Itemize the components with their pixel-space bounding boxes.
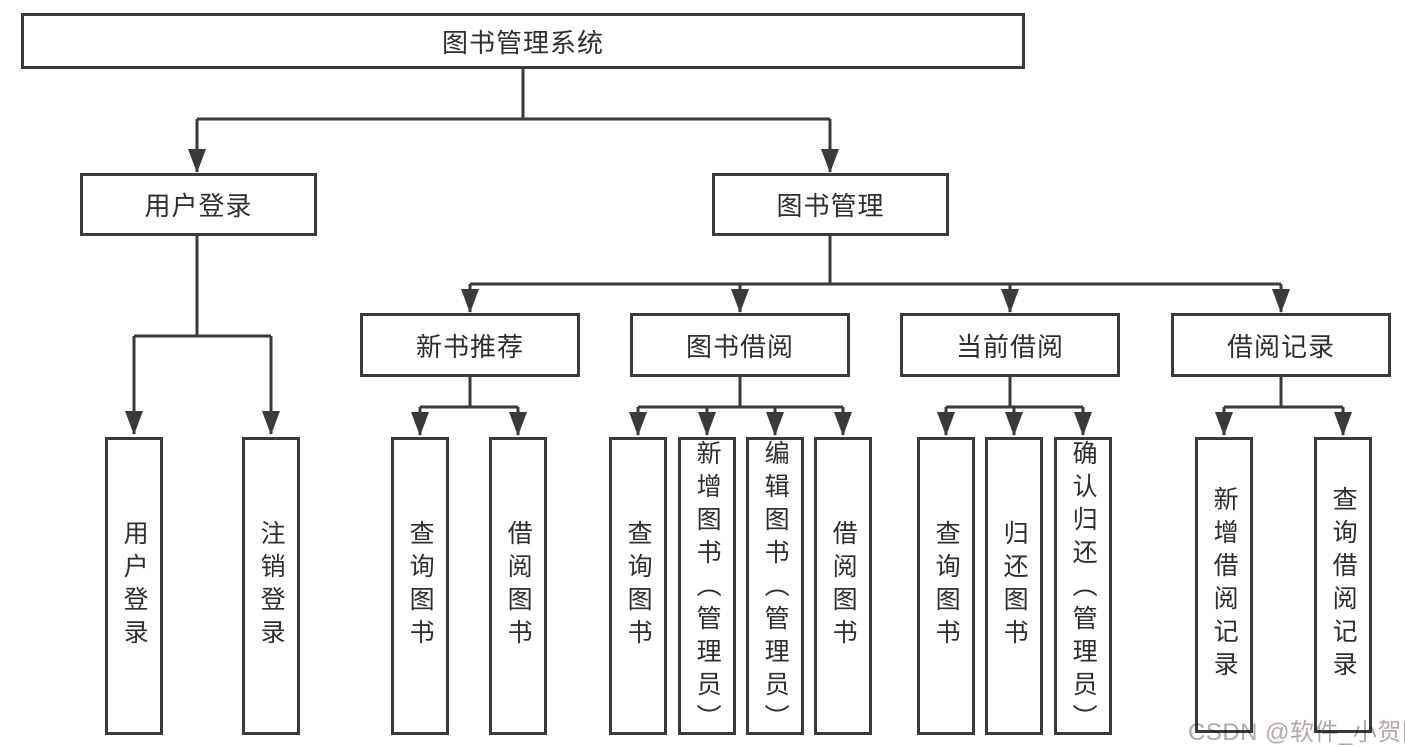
leaf-borrow-books-recommend: 借阅图书 bbox=[489, 437, 547, 735]
node-current-borrow-label: 当前借阅 bbox=[955, 331, 1064, 362]
node-new-book-recommend: 新书推荐 bbox=[360, 313, 580, 377]
leaf-add-borrow-record: 新增借阅记录 bbox=[1195, 437, 1253, 733]
leaf-query-books-current-label: 查询图书 bbox=[932, 520, 961, 652]
leaf-logout: 注销登录 bbox=[242, 437, 300, 735]
leaf-add-book-admin-label: 新增图书（管理员） bbox=[693, 440, 722, 737]
leaf-confirm-return-admin: 确认归还（管理员） bbox=[1054, 437, 1112, 737]
leaf-return-books: 归还图书 bbox=[985, 437, 1043, 735]
node-borrow-records-label: 借阅记录 bbox=[1226, 331, 1335, 362]
leaf-query-books-recommend-label: 查询图书 bbox=[406, 520, 435, 652]
node-root: 图书管理系统 bbox=[21, 13, 1025, 69]
leaf-edit-book-admin: 编辑图书（管理员） bbox=[746, 437, 804, 737]
leaf-logout-label: 注销登录 bbox=[257, 520, 286, 652]
leaf-edit-book-admin-label: 编辑图书（管理员） bbox=[761, 440, 790, 737]
leaf-query-books-recommend: 查询图书 bbox=[391, 437, 449, 735]
node-user-login-label: 用户登录 bbox=[144, 191, 253, 221]
node-user-login: 用户登录 bbox=[80, 173, 317, 236]
leaf-borrow-books-borrow: 借阅图书 bbox=[814, 437, 872, 735]
node-current-borrow: 当前借阅 bbox=[900, 313, 1120, 377]
node-book-management: 图书管理 bbox=[712, 173, 949, 236]
node-root-label: 图书管理系统 bbox=[441, 27, 604, 58]
node-borrow-records: 借阅记录 bbox=[1171, 313, 1391, 377]
leaf-query-books-borrow: 查询图书 bbox=[609, 437, 667, 735]
leaf-user-login: 用户登录 bbox=[105, 437, 163, 735]
node-new-book-recommend-label: 新书推荐 bbox=[415, 331, 524, 362]
leaf-borrow-books-recommend-label: 借阅图书 bbox=[504, 520, 533, 652]
leaf-user-login-label: 用户登录 bbox=[120, 520, 149, 652]
node-book-borrow-label: 图书借阅 bbox=[685, 331, 794, 362]
leaf-confirm-return-admin-label: 确认归还（管理员） bbox=[1069, 440, 1098, 737]
leaf-query-books-borrow-label: 查询图书 bbox=[624, 520, 653, 652]
leaf-add-borrow-record-label: 新增借阅记录 bbox=[1210, 486, 1239, 684]
leaf-return-books-label: 归还图书 bbox=[1000, 520, 1029, 652]
leaf-query-books-current: 查询图书 bbox=[917, 437, 975, 735]
node-book-management-label: 图书管理 bbox=[776, 191, 885, 221]
node-book-borrow: 图书借阅 bbox=[630, 313, 850, 377]
leaf-query-borrow-record-label: 查询借阅记录 bbox=[1329, 486, 1358, 684]
leaf-add-book-admin: 新增图书（管理员） bbox=[678, 437, 736, 737]
leaf-borrow-books-borrow-label: 借阅图书 bbox=[829, 520, 858, 652]
leaf-query-borrow-record: 查询借阅记录 bbox=[1314, 437, 1372, 733]
